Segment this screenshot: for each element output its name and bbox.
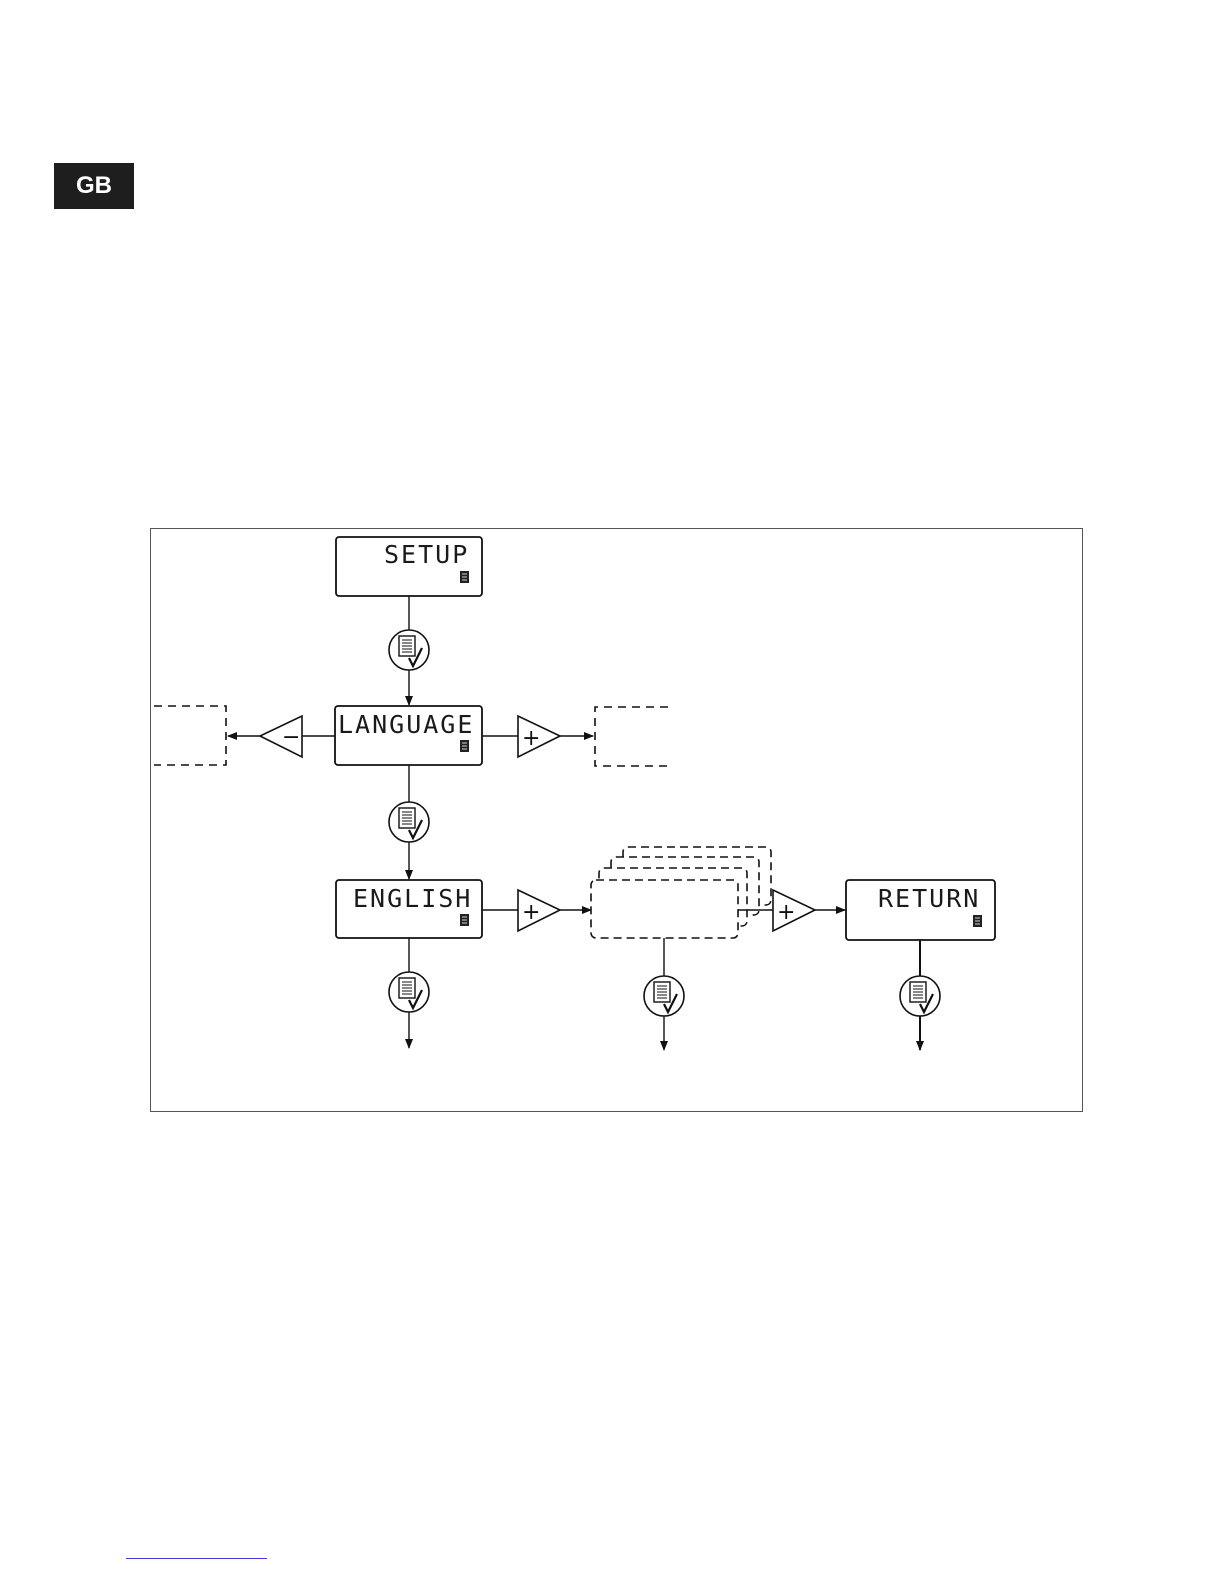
footer-rule (126, 1558, 267, 1559)
screen-language-label: LANGUAGE (338, 710, 474, 739)
display-icon (973, 915, 982, 927)
screen-english-label: ENGLISH (353, 884, 472, 913)
menu-confirm-icon[interactable] (389, 802, 429, 842)
screen-setup-label: SETUP (384, 540, 469, 569)
plus-button-label: + (777, 900, 795, 925)
screen-setup: SETUP (336, 537, 482, 596)
menu-confirm-icon[interactable] (389, 972, 429, 1012)
plus-button-label: + (522, 900, 540, 925)
plus-button[interactable]: + (518, 890, 560, 931)
plus-button[interactable]: + (773, 890, 815, 931)
menu-confirm-icon[interactable] (389, 630, 429, 670)
plus-button-label: + (522, 726, 540, 751)
other-language-screens (591, 847, 771, 938)
screen-return: RETURN (846, 880, 995, 940)
menu-confirm-icon[interactable] (900, 976, 940, 1016)
menu-confirm-icon[interactable] (644, 976, 684, 1016)
display-icon (460, 571, 469, 583)
display-icon (460, 914, 469, 926)
minus-button[interactable]: − (260, 716, 302, 757)
plus-button[interactable]: + (518, 716, 560, 757)
next-menu-placeholder (595, 707, 668, 766)
screen-return-label: RETURN (878, 884, 980, 913)
screen-english: ENGLISH (336, 880, 482, 938)
display-icon (460, 740, 469, 752)
minus-button-label: − (282, 725, 300, 750)
previous-menu-placeholder (154, 706, 226, 765)
screen-language: LANGUAGE (335, 706, 482, 765)
